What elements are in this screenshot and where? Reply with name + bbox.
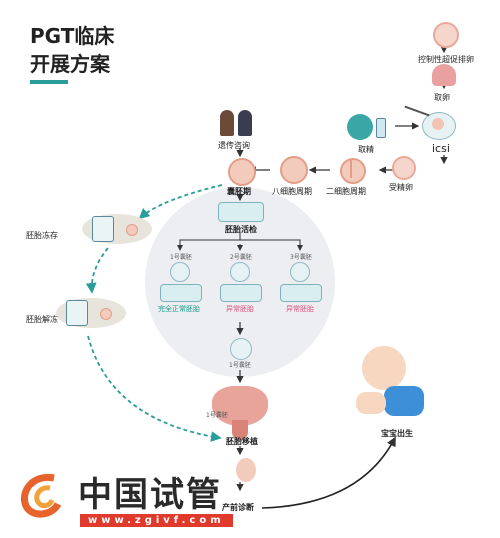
embryo-2-result: 异常胚胎	[226, 305, 254, 313]
embryo-3-dish	[280, 284, 322, 302]
embryo-2-name: 2号囊胚	[230, 254, 252, 261]
blastocyst-icon	[228, 158, 256, 186]
embryo-1-icon	[170, 262, 190, 282]
ovulation-label: 控制性超促排卵	[418, 55, 474, 64]
lab-circle	[145, 187, 335, 377]
embryo-1-result: 完全正常胚胎	[158, 305, 200, 313]
selected-embryo-icon	[230, 338, 252, 360]
two-cell-label: 二细胞周期	[326, 187, 366, 196]
embryo-2-icon	[230, 262, 250, 282]
fertilized-label: 受精卵	[389, 183, 413, 192]
page-title: PGT临床 开展方案	[30, 22, 114, 78]
eight-cell-label: 八细胞周期	[272, 187, 312, 196]
logo-mark-icon	[14, 468, 66, 520]
ovary-icon	[432, 64, 456, 86]
title-accent-bar	[30, 80, 68, 84]
thaw-label: 胚胎解冻	[26, 315, 58, 324]
logo-url: www.zgivf.com	[80, 514, 233, 527]
patient-icon	[238, 110, 252, 136]
fertilized-egg-icon	[392, 156, 416, 180]
embryo-1-name: 1号囊胚	[170, 254, 192, 261]
eight-cell-icon	[280, 156, 308, 184]
thaw-jar-icon	[66, 300, 88, 326]
title-line-1: PGT临床	[30, 24, 115, 48]
icsi-label: icsi	[432, 142, 450, 155]
title-line-2: 开展方案	[30, 52, 110, 76]
embryo-3-result: 异常胚胎	[286, 305, 314, 313]
embryo-2-dish	[220, 284, 262, 302]
two-cell-icon	[340, 158, 366, 184]
freeze-label: 胚胎冻存	[26, 231, 58, 240]
embryo-3-name: 3号囊胚	[290, 254, 312, 261]
embryo-3-icon	[290, 262, 310, 282]
male-avatar-icon	[347, 114, 373, 140]
two-cell-divider	[350, 160, 352, 178]
transfer-label: 胚胎移植	[226, 437, 258, 446]
freeze-embryo-icon	[126, 224, 138, 236]
genetic-counsel-label: 遗传咨询	[218, 141, 250, 150]
pregnant-icon	[236, 458, 256, 482]
egg-icon	[433, 22, 459, 48]
baby-head-icon	[362, 346, 406, 390]
uterus-embryo-label: 1号囊胚	[206, 412, 228, 419]
baby-body-icon	[356, 392, 386, 414]
baby-diaper-icon	[384, 386, 424, 416]
cervix-icon	[232, 420, 248, 440]
diagnosis-label: 产前诊断	[222, 503, 254, 512]
doctor-icon	[220, 110, 234, 136]
egg-retrieval-label: 取卵	[434, 93, 450, 102]
sperm-retrieval-label: 取精	[358, 145, 374, 154]
freeze-jar-icon	[92, 216, 114, 242]
sperm-tube-icon	[376, 118, 386, 138]
birth-label: 宝宝出生	[381, 429, 413, 438]
biopsy-dish-icon	[218, 202, 264, 222]
embryo-1-dish	[160, 284, 202, 302]
thaw-embryo-icon	[100, 308, 112, 320]
biopsy-label: 胚胎活检	[225, 225, 257, 234]
blastocyst-label: 囊胚期	[227, 187, 251, 196]
selected-embryo-label: 1号囊胚	[229, 362, 251, 369]
uterus-icon	[212, 386, 268, 426]
logo-name: 中国试管	[78, 475, 222, 515]
egg-in-dish-icon	[432, 118, 444, 130]
